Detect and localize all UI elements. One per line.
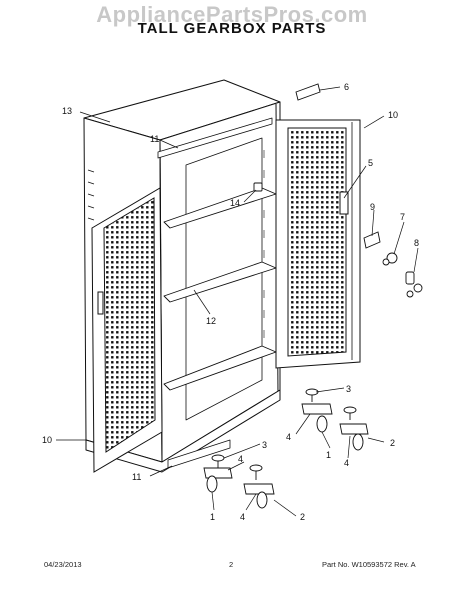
left-door-handle [97, 291, 104, 315]
latch-plate [363, 231, 381, 249]
key-lock [405, 271, 415, 285]
callout-3-front: 3 [262, 440, 267, 450]
callout-11-bottom: 11 [132, 472, 141, 482]
footer-date: 04/23/2013 [44, 560, 82, 569]
callout-8: 8 [414, 238, 419, 248]
lock-cam [386, 252, 398, 264]
footer-part-number: Part No. W10593572 Rev. A [322, 560, 416, 569]
page-title: TALL GEARBOX PARTS [137, 20, 327, 37]
shelf-screw [253, 182, 263, 192]
callout-4-back-right: 4 [344, 458, 349, 468]
callout-5: 5 [368, 158, 373, 168]
callout-13: 13 [62, 106, 72, 116]
caster-front-right [243, 464, 275, 509]
callout-numbers: 6 10 13 11 5 14 9 7 8 12 3 4 1 4 2 10 3 … [42, 82, 419, 522]
small-parts [253, 83, 423, 298]
callout-2-front: 2 [300, 512, 305, 522]
callout-4-back-left: 4 [286, 432, 291, 442]
caster-back-right [339, 406, 369, 451]
callout-7: 7 [400, 212, 405, 222]
cabinet-body [83, 79, 281, 473]
callout-12: 12 [206, 316, 216, 326]
top-edge-strip [157, 117, 273, 159]
watermark-logo: AppliancePartsPros.com [96, 2, 368, 27]
left-door [91, 187, 163, 473]
callout-14: 14 [230, 198, 240, 208]
callout-4-front-bottom: 4 [240, 512, 245, 522]
callout-1-back: 1 [326, 450, 331, 460]
casters [203, 388, 369, 509]
side-slots [87, 169, 95, 221]
callout-2-back: 2 [390, 438, 395, 448]
callout-10-top: 10 [388, 110, 398, 120]
label-plate [295, 83, 321, 101]
callout-9: 9 [370, 202, 375, 212]
callout-1-front: 1 [210, 512, 215, 522]
callout-11-top: 11 [150, 134, 159, 144]
footer-page-number: 2 [229, 560, 234, 569]
caster-back-left [301, 388, 333, 433]
caster-front-left [203, 454, 233, 493]
kick-strip [167, 439, 231, 469]
right-door [275, 119, 361, 369]
callout-4-front-top: 4 [238, 454, 243, 464]
callout-3-back: 3 [346, 384, 351, 394]
right-door-handle [339, 191, 349, 215]
leader-lines [56, 86, 419, 517]
callout-6: 6 [344, 82, 349, 92]
callout-10-left: 10 [42, 435, 52, 445]
